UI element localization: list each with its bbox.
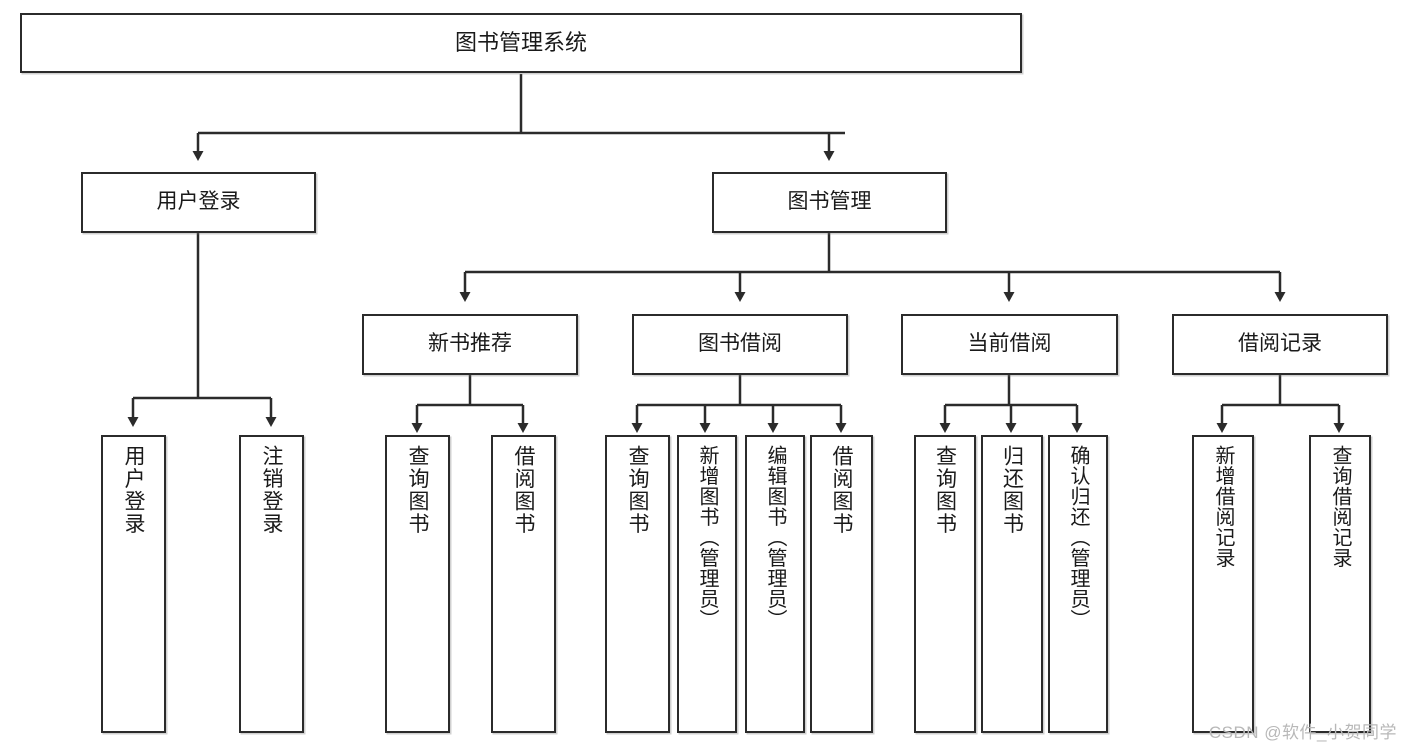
node-leaf-borrow-book-2-label: 借阅图书 <box>830 445 853 535</box>
node-leaf-query-book-2[interactable]: 查询图书 <box>605 435 670 733</box>
node-leaf-user-login[interactable]: 用户登录 <box>101 435 166 733</box>
csdn-watermark: CSDN @软件_小贺同学 <box>1208 723 1397 742</box>
node-leaf-query-record[interactable]: 查询借阅记录 <box>1309 435 1371 733</box>
node-leaf-return-book[interactable]: 归还图书 <box>981 435 1043 733</box>
node-borrow-record[interactable]: 借阅记录 <box>1172 314 1388 375</box>
node-book-borrow[interactable]: 图书借阅 <box>632 314 848 375</box>
node-leaf-query-book-1[interactable]: 查询图书 <box>385 435 450 733</box>
node-borrow-record-label: 借阅记录 <box>1238 332 1322 356</box>
node-leaf-query-book-3-label: 查询图书 <box>933 445 957 535</box>
node-leaf-user-login-label: 用户登录 <box>122 445 145 535</box>
node-leaf-borrow-book-2[interactable]: 借阅图书 <box>810 435 873 733</box>
node-user-login-label: 用户登录 <box>156 190 241 214</box>
node-book-management-label: 图书管理 <box>787 190 872 214</box>
node-current-borrow-label: 当前借阅 <box>967 332 1052 356</box>
node-leaf-add-record-label: 新增借阅记录 <box>1212 445 1234 568</box>
node-new-book-recommend[interactable]: 新书推荐 <box>362 314 578 375</box>
node-user-login[interactable]: 用户登录 <box>81 172 316 233</box>
node-current-borrow[interactable]: 当前借阅 <box>901 314 1118 375</box>
node-book-management[interactable]: 图书管理 <box>712 172 947 233</box>
node-root[interactable]: 图书管理系统 <box>20 13 1022 73</box>
node-leaf-query-record-label: 查询借阅记录 <box>1329 445 1351 568</box>
node-leaf-return-book-label: 归还图书 <box>1000 445 1024 535</box>
node-root-label: 图书管理系统 <box>454 30 587 56</box>
node-leaf-confirm-return[interactable]: 确认归还（管理员） <box>1048 435 1108 733</box>
node-leaf-add-record[interactable]: 新增借阅记录 <box>1192 435 1254 733</box>
node-leaf-borrow-book-1[interactable]: 借阅图书 <box>491 435 556 733</box>
node-leaf-add-book[interactable]: 新增图书（管理员） <box>677 435 737 733</box>
node-leaf-query-book-2-label: 查询图书 <box>626 445 649 535</box>
node-leaf-query-book-3[interactable]: 查询图书 <box>914 435 976 733</box>
node-leaf-logout-login-label: 注销登录 <box>260 445 283 535</box>
node-leaf-edit-book[interactable]: 编辑图书（管理员） <box>745 435 805 733</box>
node-leaf-query-book-1-label: 查询图书 <box>406 445 429 535</box>
node-leaf-add-book-label: 新增图书（管理员） <box>696 445 718 630</box>
node-new-book-recommend-label: 新书推荐 <box>428 332 512 356</box>
node-book-borrow-label: 图书借阅 <box>698 332 782 356</box>
node-leaf-logout-login[interactable]: 注销登录 <box>239 435 304 733</box>
node-leaf-confirm-return-label: 确认归还（管理员） <box>1067 445 1089 630</box>
node-leaf-edit-book-label: 编辑图书（管理员） <box>764 445 786 630</box>
node-leaf-borrow-book-1-label: 借阅图书 <box>512 445 535 535</box>
